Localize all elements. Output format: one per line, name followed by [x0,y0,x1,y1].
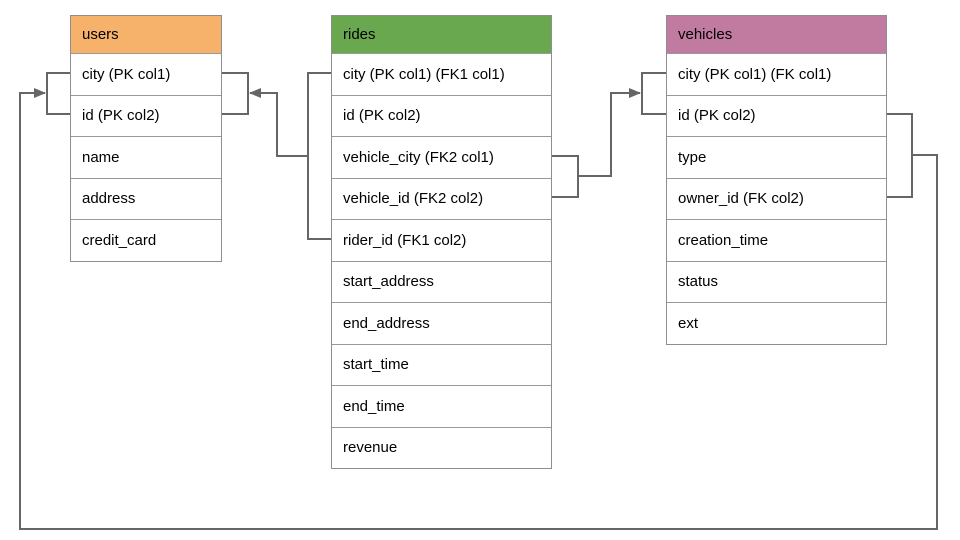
table-row: end_time [332,385,551,427]
table-row: status [667,260,886,302]
table-row: city (PK col1) (FK col1) [667,53,886,95]
table-row: vehicle_id (FK2 col2) [332,177,551,219]
table-row: start_address [332,260,551,302]
relationship-line-rides-to-vehicles [552,155,579,198]
table-row: ext [667,302,886,344]
table-row: rider_id (FK1 col2) [332,219,551,261]
table-row: type [667,136,886,178]
relationship-line-rides-to-vehicles [578,88,641,177]
table-row: credit_card [71,219,221,261]
table-row: name [71,136,221,178]
table-row: id (PK col2) [667,94,886,136]
table-row: id (PK col2) [71,94,221,136]
table-row: vehicle_city (FK2 col1) [332,136,551,178]
relationship-line-rides-to-users [222,72,249,115]
relationship-line-rides-to-users [249,88,308,157]
table-header-rides: rides [332,16,551,53]
table-row: id (PK col2) [332,94,551,136]
table-row: end_address [332,302,551,344]
relationship-line-vehicles-to-users [887,113,913,198]
relationship-line-vehicles-to-users [46,72,70,115]
table-row: city (PK col1) [71,53,221,95]
table-header-vehicles: vehicles [667,16,886,53]
table-header-users: users [71,16,221,53]
table-row: start_time [332,343,551,385]
table-row: creation_time [667,219,886,261]
table-row: city (PK col1) (FK1 col1) [332,53,551,95]
table-row: address [71,177,221,219]
relationship-line-rides-to-vehicles [641,72,666,115]
table-row: revenue [332,426,551,468]
relationship-line-rides-to-users [307,72,331,240]
table-row: owner_id (FK col2) [667,177,886,219]
